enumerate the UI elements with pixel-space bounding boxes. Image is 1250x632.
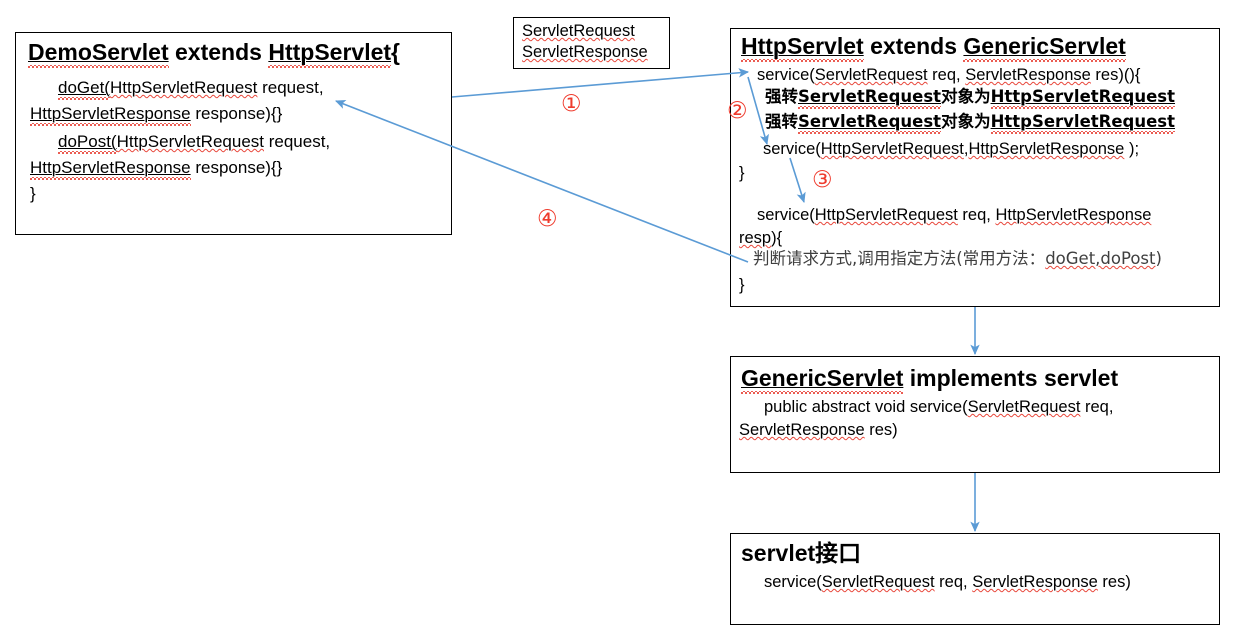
demo-dopost-resp-name: response){} xyxy=(190,158,283,177)
cast2-to-type: HttpServletRequest xyxy=(990,112,1176,131)
overload-call-res-type: HttpServletResponse xyxy=(968,140,1125,158)
http-servlet-box[interactable]: HttpServlet extends GenericServlet servi… xyxy=(730,28,1220,307)
generic-servlet-box[interactable]: GenericServlet implements servlet public… xyxy=(730,356,1220,473)
demo-doget-line: doGet(HttpServletRequest request, xyxy=(58,79,324,96)
http-servlet-name: HttpServlet xyxy=(741,33,864,59)
http-service-close-brace: } xyxy=(739,164,745,182)
servlet-interface-service-line: service(ServletRequest req, ServletRespo… xyxy=(764,574,1131,591)
demo-doget-name: doGet( xyxy=(58,78,110,97)
generic-service-line-2: ServletResponse res) xyxy=(739,422,898,439)
generic-service-res-type: ServletResponse xyxy=(739,421,865,439)
cast2-from-type: ServletRequest xyxy=(798,112,942,131)
marker-1: ① xyxy=(561,91,582,117)
demo-dopost-arg-name: request, xyxy=(264,132,331,151)
http-impl-kw: service( xyxy=(757,206,815,224)
generic-servlet-name: GenericServlet xyxy=(741,365,904,391)
marker-3: ③ xyxy=(812,167,833,193)
marker-4: ④ xyxy=(537,206,558,232)
http-servlet-close-brace: } xyxy=(739,276,745,294)
cast2-verb: 强转 xyxy=(765,112,798,131)
demo-dopost-resp-type: HttpServletResponse xyxy=(30,158,191,177)
overload-call-tail: ); xyxy=(1124,140,1140,158)
servlet-response-text: ServletResponse xyxy=(522,43,648,61)
http-service-http-impl-2: resp){ xyxy=(739,230,782,247)
http-impl-res-type: HttpServletResponse xyxy=(995,206,1152,224)
http-service-req-type: ServletRequest xyxy=(814,66,928,84)
http-impl-brace: ){ xyxy=(771,229,783,247)
http-cast-line-2: 强转ServletRequest对象为HttpServletRequest xyxy=(765,112,1176,131)
iface-service-kw: service( xyxy=(764,573,822,591)
demo-servlet-box[interactable]: DemoServlet extends HttpServlet{ doGet(H… xyxy=(15,32,452,235)
http-service-signature: service(ServletRequest req, ServletRespo… xyxy=(757,67,1140,84)
demo-close-brace: } xyxy=(30,184,36,203)
http-cast-line-1: 强转ServletRequest对象为HttpServletRequest xyxy=(765,87,1176,106)
overload-call-kw: service( xyxy=(763,140,821,158)
demo-dopost-name: doPost( xyxy=(58,132,117,151)
demo-dopost-line2: HttpServletResponse response){} xyxy=(30,159,282,176)
generic-service-req-type: ServletRequest xyxy=(967,398,1081,416)
http-service-dispatch-line: 判断请求方式,调用指定方法(常用方法：doGet,doPost) xyxy=(753,249,1162,268)
generic-service-res-name: res) xyxy=(864,421,898,439)
demo-servlet-extends-kw: extends xyxy=(168,39,269,65)
http-service-res-type: ServletResponse xyxy=(965,66,1091,84)
demo-doget-arg-type: HttpServletRequest xyxy=(109,78,258,97)
cast1-verb: 强转 xyxy=(765,87,798,106)
generic-service-line-1: public abstract void service(ServletRequ… xyxy=(764,399,1113,416)
http-service-req-name: req, xyxy=(927,66,966,84)
iface-service-req-name: req, xyxy=(934,573,973,591)
generic-servlet-header: GenericServlet implements servlet xyxy=(741,367,1118,390)
demo-dopost-line: doPost(HttpServletRequest request, xyxy=(58,133,330,150)
iface-service-res-name: res) xyxy=(1097,573,1131,591)
cast1-object-kw: 对象为 xyxy=(941,87,991,106)
generic-servlet-implements: implements servlet xyxy=(903,365,1119,391)
arrow-1 xyxy=(451,68,750,98)
demo-servlet-brace: { xyxy=(391,39,400,65)
demo-doget-resp-name: response){} xyxy=(190,104,283,123)
iface-service-res-type: ServletResponse xyxy=(972,573,1098,591)
http-servlet-extends-kw: extends xyxy=(863,33,964,59)
http-impl-req-name: req, xyxy=(957,206,996,224)
iface-service-req-type: ServletRequest xyxy=(821,573,935,591)
servlet-request-label: ServletRequest xyxy=(522,23,635,40)
servlet-interface-name: servlet xyxy=(741,540,816,566)
http-impl-req-type: HttpServletRequest xyxy=(814,206,958,224)
servlet-response-label: ServletResponse xyxy=(522,44,648,61)
demo-servlet-header: DemoServlet extends HttpServlet{ xyxy=(28,41,400,64)
marker-2: ② xyxy=(727,98,748,124)
http-service-kw: service( xyxy=(757,66,815,84)
overload-call-req-type: HttpServletRequest xyxy=(820,140,964,158)
servlet-request-text: ServletRequest xyxy=(522,22,635,40)
dispatch-paren: ) xyxy=(1155,249,1162,268)
overload-call-comma: , xyxy=(963,140,969,158)
servlet-interface-header: servlet接口 xyxy=(741,542,861,566)
http-service-res-name: res)(){ xyxy=(1090,66,1141,84)
http-impl-res-name: resp xyxy=(739,229,772,247)
http-servlet-super: GenericServlet xyxy=(963,33,1126,59)
demo-servlet-name: DemoServlet xyxy=(28,39,169,65)
demo-dopost-arg-type: HttpServletRequest xyxy=(116,132,264,151)
generic-service-sig: public abstract void service( xyxy=(764,398,968,416)
demo-doget-arg-name: request, xyxy=(257,78,324,97)
servlet-interface-box[interactable]: servlet接口 service(ServletRequest req, Se… xyxy=(730,533,1220,625)
dispatch-desc: 判断请求方式,调用指定方法(常用方法： xyxy=(753,249,1046,268)
servlet-interface-suffix: 接口 xyxy=(815,541,862,567)
cast1-from-type: ServletRequest xyxy=(798,87,942,106)
http-service-overload-call: service(HttpServletRequest,HttpServletRe… xyxy=(763,141,1139,158)
servlet-io-box[interactable]: ServletRequest ServletResponse xyxy=(513,17,670,69)
demo-doget-resp-type: HttpServletResponse xyxy=(30,104,191,123)
http-servlet-header: HttpServlet extends GenericServlet xyxy=(741,35,1126,58)
dispatch-methods: doGet,doPost xyxy=(1045,249,1156,268)
demo-servlet-super: HttpServlet xyxy=(268,39,392,65)
http-service-http-impl: service(HttpServletRequest req, HttpServ… xyxy=(757,207,1151,224)
cast1-to-type: HttpServletRequest xyxy=(990,87,1176,106)
generic-service-req-name: req, xyxy=(1080,398,1114,416)
demo-doget-line2: HttpServletResponse response){} xyxy=(30,105,282,122)
cast2-object-kw: 对象为 xyxy=(941,112,991,131)
